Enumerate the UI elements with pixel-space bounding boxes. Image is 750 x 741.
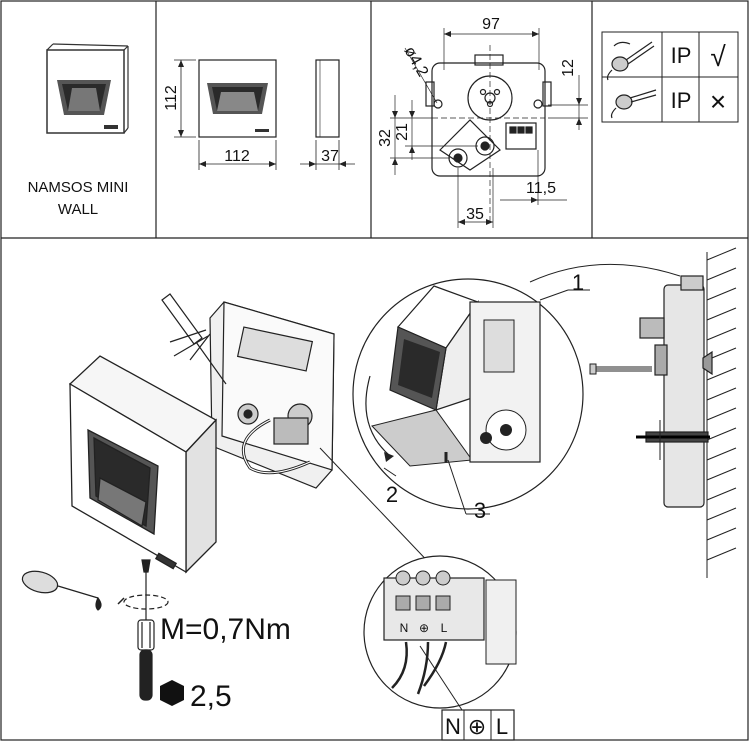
dim-left-height-b: 21 [394,123,411,141]
ip-label-1: IP [671,43,692,68]
terminal-legend-box [441,709,515,741]
svg-text:N: N [400,621,409,635]
dim-front-height: 112 [163,85,180,111]
dim-right-offset: 11,5 [526,180,556,197]
back-plate-3d [209,301,335,489]
screwdriver-top-icon [161,293,227,385]
ip-label-2: IP [671,88,692,113]
svg-text:L: L [441,621,448,635]
front-view [174,59,277,170]
callout-3: 3 [474,498,486,523]
svg-text:⊕: ⊕ [419,621,429,635]
wiring-leader-line [319,447,437,571]
torque-spec: M=0,7Nm [160,613,291,646]
magnified-detail [352,278,584,510]
terminal-leader-line [419,645,463,711]
screwdriver-bottom-icon [117,559,169,701]
wall-section [706,247,737,578]
ip-table [601,31,739,123]
hex-key-size: 2,5 [190,680,232,713]
hex-key-icon [160,680,184,706]
wiring-detail: N ⊕ L [363,555,517,709]
dim-bottom-width: 35 [466,206,484,223]
product-thumbnail [46,43,129,134]
product-name-line2: WALL [58,201,98,218]
dim-hole-diameter: ø4,2 [401,44,432,80]
dim-top-offset: 12 [560,59,577,77]
ip-cross-icon: × [710,86,726,117]
callout-lines [383,289,590,515]
gland-sealed-icon [606,41,655,81]
dim-left-height-a: 32 [377,129,394,147]
front-cover-3d [68,355,218,574]
callout-1: 1 [572,270,584,295]
screw-and-plug [589,363,652,375]
side-view [300,59,355,170]
dim-depth: 37 [321,148,339,165]
product-name-line1: NAMSOS MINI [28,179,129,196]
moisture-drop-icon [21,570,102,611]
dim-front-width: 112 [224,148,250,165]
terminal-l-label: L [496,714,508,739]
dim-mount-width: 97 [482,16,500,33]
callout-2: 2 [386,482,398,507]
mounted-housing-side [636,275,713,508]
leader-arc [529,263,681,283]
terminal-n-label: N [445,714,461,739]
back-plate-drawing [390,28,588,228]
ip-check-icon: √ [710,41,726,72]
brand-badge-icon [104,125,118,129]
gland-open-icon [610,89,657,119]
earth-icon: ⊕ [468,714,486,739]
